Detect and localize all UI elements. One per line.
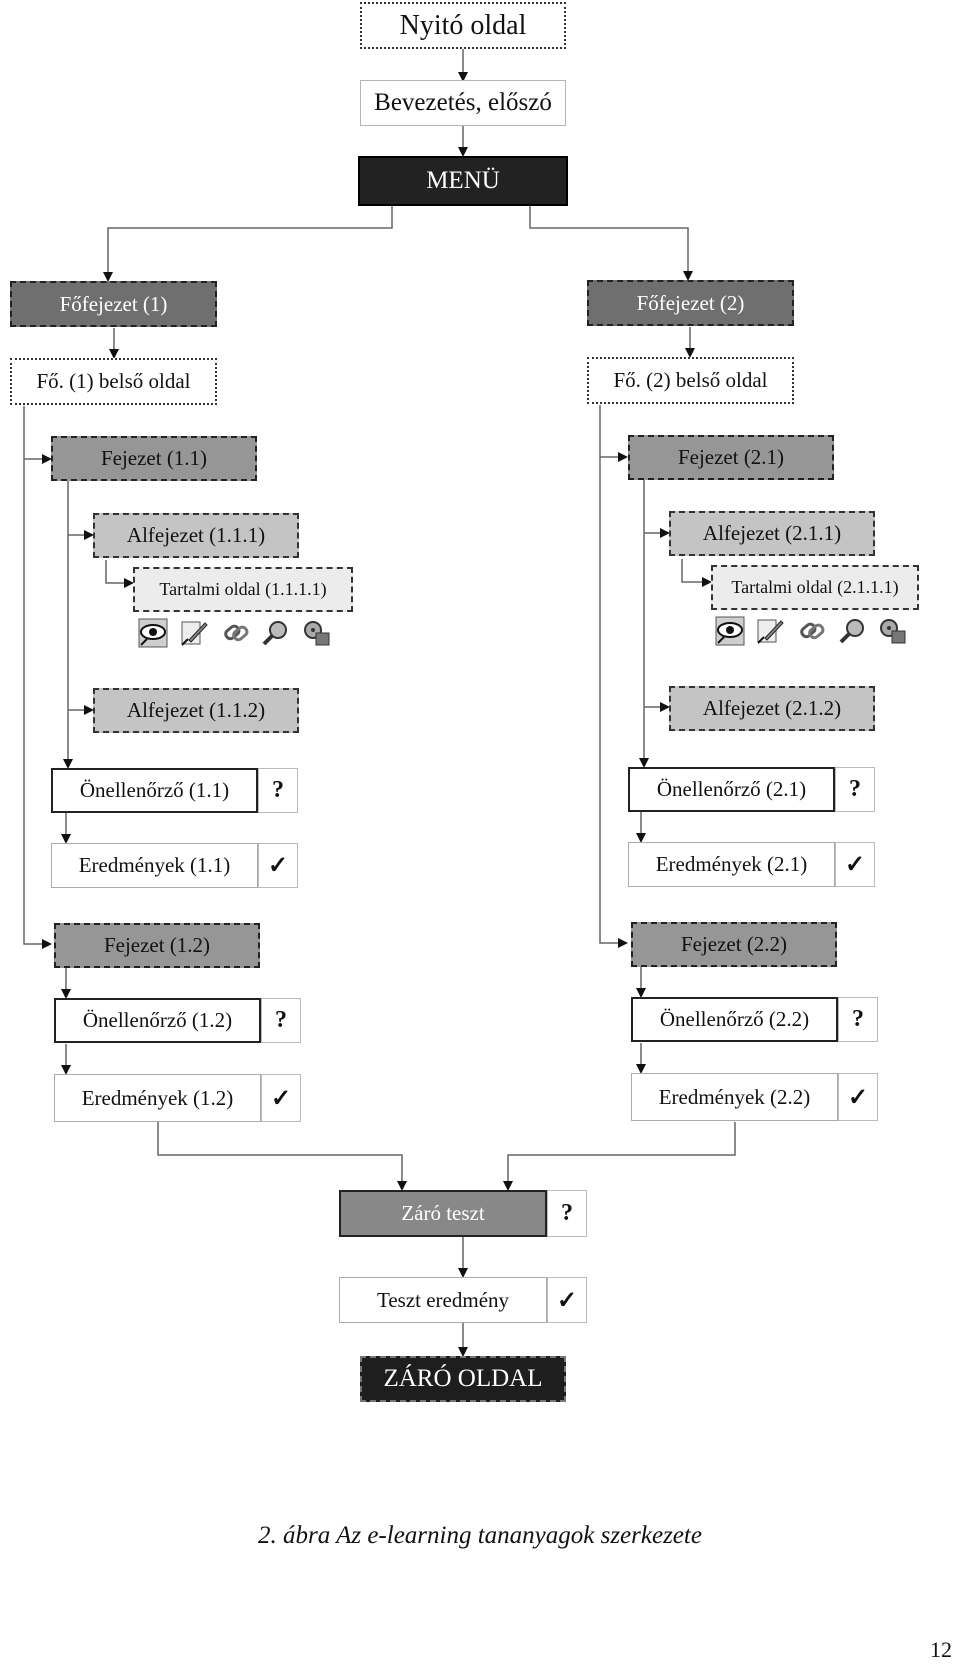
section-1-2-node: Fejezet (1.2) bbox=[54, 923, 260, 968]
results-2-1-node: Eredmények (2.1) bbox=[628, 842, 835, 887]
introduction-node: Bevezetés, előszó bbox=[360, 80, 566, 126]
figure-caption: 2. ábra Az e-learning tananyagok szerkez… bbox=[258, 1522, 702, 1549]
main-chapter-1-inner-page-node: Fő. (1) belső oldal bbox=[10, 358, 217, 405]
test-result-node: Teszt eredmény bbox=[339, 1277, 547, 1323]
section-2-2-node: Fejezet (2.2) bbox=[631, 922, 837, 967]
subsection-2-1-1-node: Alfejezet (2.1.1) bbox=[669, 511, 875, 556]
question-mark-icon: ? bbox=[258, 768, 298, 813]
checkmark-icon: ✓ bbox=[835, 842, 875, 887]
start-page-node: Nyitó oldal bbox=[360, 2, 566, 49]
main-chapter-2-node: Főfejezet (2) bbox=[587, 280, 794, 326]
subsection-2-1-2-node: Alfejezet (2.1.2) bbox=[669, 686, 875, 731]
pencil-icon bbox=[181, 621, 208, 646]
final-test-node: Záró teszt bbox=[339, 1190, 547, 1237]
eye-icon bbox=[138, 618, 168, 648]
question-mark-icon: ? bbox=[547, 1190, 587, 1237]
closing-page-node: ZÁRÓ OLDAL bbox=[360, 1356, 566, 1402]
checkmark-icon: ✓ bbox=[261, 1074, 301, 1122]
page-number: 12 bbox=[930, 1637, 952, 1662]
self-check-2-2-node: Önellenőrző (2.2) bbox=[631, 997, 838, 1042]
eye-icon bbox=[715, 616, 745, 646]
checkmark-icon: ✓ bbox=[838, 1073, 878, 1121]
results-1-2-node: Eredmények (1.2) bbox=[54, 1074, 261, 1122]
subsection-1-1-1-node: Alfejezet (1.1.1) bbox=[93, 513, 299, 558]
self-check-1-2-node: Önellenőrző (1.2) bbox=[54, 998, 261, 1043]
pencil-icon bbox=[757, 619, 784, 644]
film-icon bbox=[304, 621, 330, 646]
magnifier-icon bbox=[839, 619, 864, 644]
section-1-1-node: Fejezet (1.1) bbox=[51, 436, 257, 481]
film-icon bbox=[880, 619, 906, 644]
section-2-1-node: Fejezet (2.1) bbox=[628, 435, 834, 480]
checkmark-icon: ✓ bbox=[258, 843, 298, 888]
magnifier-icon bbox=[262, 621, 287, 646]
self-check-1-1-node: Önellenőrző (1.1) bbox=[51, 768, 258, 813]
content-page-2-1-1-1-node: Tartalmi oldal (2.1.1.1) bbox=[711, 565, 919, 610]
question-mark-icon: ? bbox=[838, 997, 878, 1042]
self-check-2-1-node: Önellenőrző (2.1) bbox=[628, 767, 835, 812]
link-icon bbox=[224, 624, 249, 642]
menu-node: MENÜ bbox=[358, 156, 568, 206]
main-chapter-2-inner-page-node: Fő. (2) belső oldal bbox=[587, 357, 794, 404]
main-chapter-1-node: Főfejezet (1) bbox=[10, 281, 217, 327]
results-2-2-node: Eredmények (2.2) bbox=[631, 1073, 838, 1121]
content-page-1-1-1-1-node: Tartalmi oldal (1.1.1.1) bbox=[133, 567, 353, 612]
subsection-1-1-2-node: Alfejezet (1.1.2) bbox=[93, 688, 299, 733]
question-mark-icon: ? bbox=[835, 767, 875, 812]
question-mark-icon: ? bbox=[261, 998, 301, 1043]
checkmark-icon: ✓ bbox=[547, 1277, 587, 1323]
results-1-1-node: Eredmények (1.1) bbox=[51, 843, 258, 888]
link-icon bbox=[800, 622, 825, 640]
